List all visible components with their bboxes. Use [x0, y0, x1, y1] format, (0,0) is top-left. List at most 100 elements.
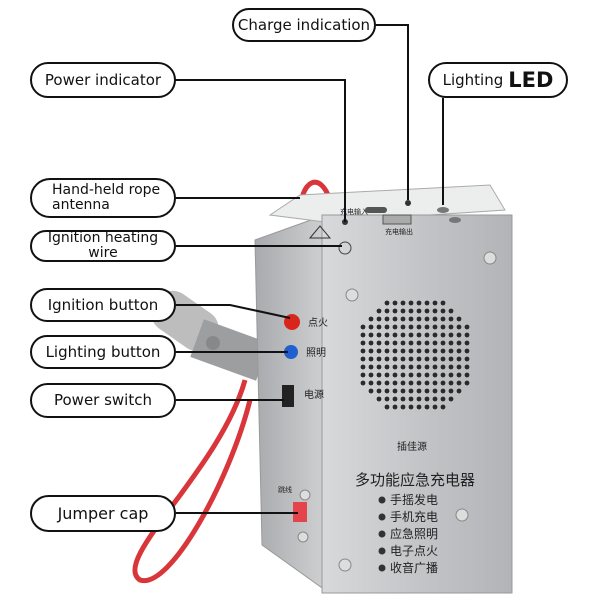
speaker-hole — [456, 340, 462, 346]
speaker-hole — [424, 348, 430, 354]
callout-power-indicator: Power indicator — [30, 62, 176, 98]
side-label-ignite: 点火 — [308, 317, 328, 329]
speaker-hole — [392, 356, 398, 362]
speaker-hole — [384, 316, 390, 322]
feature-bullet — [378, 547, 386, 555]
speaker-hole — [464, 364, 470, 370]
heating-wire-coil — [338, 241, 352, 255]
speaker-hole — [448, 364, 454, 370]
speaker-hole — [408, 396, 414, 402]
speaker-hole — [440, 316, 446, 322]
speaker-hole — [432, 324, 438, 330]
speaker-hole — [432, 356, 438, 362]
speaker-hole — [368, 356, 374, 362]
speaker-hole — [360, 340, 366, 346]
speaker-hole — [448, 380, 454, 386]
speaker-hole — [416, 396, 422, 402]
speaker-hole — [400, 324, 406, 330]
callout-ignition-button: Ignition button — [30, 288, 176, 322]
speaker-hole — [440, 380, 446, 386]
speaker-hole — [360, 356, 366, 362]
feature-bullet — [378, 496, 386, 504]
speaker-hole — [424, 396, 430, 402]
lighting-led-prefix: Lighting — [442, 70, 504, 89]
speaker-hole — [408, 372, 414, 378]
speaker-hole — [408, 324, 414, 330]
speaker-hole — [448, 316, 454, 322]
speaker-hole — [464, 324, 470, 330]
speaker-hole — [400, 404, 406, 410]
speaker-hole — [384, 396, 390, 402]
speaker-hole — [464, 372, 470, 378]
charge-indicator-light — [405, 200, 411, 206]
speaker-hole — [376, 380, 382, 386]
lighting-led-bold: LED — [508, 67, 554, 92]
speaker-hole — [424, 380, 430, 386]
speaker-hole — [376, 372, 382, 378]
feature-item: 手摇发电 — [390, 492, 438, 507]
speaker-hole — [432, 332, 438, 338]
speaker-hole — [464, 332, 470, 338]
speaker-hole — [400, 316, 406, 322]
speaker-hole — [424, 364, 430, 370]
speaker-hole — [416, 380, 422, 386]
speaker-hole — [368, 324, 374, 330]
speaker-hole — [392, 404, 398, 410]
charge-input-label: 充电输入 — [340, 207, 368, 216]
brand-text: 插佳源 — [397, 440, 427, 453]
speaker-hole — [392, 324, 398, 330]
speaker-hole — [448, 348, 454, 354]
speaker-hole — [440, 340, 446, 346]
screws — [297, 251, 497, 572]
speaker-hole — [384, 348, 390, 354]
speaker-hole — [368, 364, 374, 370]
side-label-power: 电源 — [304, 388, 324, 401]
speaker-hole — [408, 348, 414, 354]
line-ignition-button — [176, 304, 291, 319]
feature-item: 应急照明 — [390, 526, 438, 541]
feature-item: 手机充电 — [390, 509, 438, 524]
speaker-hole — [464, 348, 470, 354]
speaker-hole — [440, 300, 446, 306]
speaker-hole — [392, 364, 398, 370]
line-power-indicator — [175, 79, 346, 222]
speaker-hole — [368, 348, 374, 354]
speaker-hole — [392, 348, 398, 354]
speaker-hole — [440, 332, 446, 338]
speaker-hole — [432, 364, 438, 370]
speaker-hole — [416, 356, 422, 362]
speaker-hole — [400, 348, 406, 354]
speaker-hole — [424, 356, 430, 362]
speaker-hole — [384, 308, 390, 314]
speaker-hole — [376, 308, 382, 314]
feature-item: 收音广播 — [390, 560, 438, 575]
front-face — [321, 214, 513, 594]
speaker-hole — [416, 364, 422, 370]
speaker-hole — [376, 388, 382, 394]
speaker-hole — [432, 380, 438, 386]
speaker-hole — [448, 324, 454, 330]
speaker-hole — [408, 388, 414, 394]
speaker-hole — [400, 380, 406, 386]
speaker-hole — [464, 380, 470, 386]
speaker-hole — [432, 348, 438, 354]
speaker-hole — [376, 324, 382, 330]
speaker-hole — [400, 372, 406, 378]
callout-lighting-button: Lighting button — [30, 335, 176, 369]
speaker-hole — [400, 388, 406, 394]
callout-ignition-heating-wire: Ignition heating wire — [30, 230, 176, 262]
line-charge-indication — [376, 24, 409, 200]
speaker-hole — [416, 404, 422, 410]
speaker-hole — [432, 404, 438, 410]
feature-bullet — [378, 513, 386, 521]
speaker-hole — [432, 396, 438, 402]
speaker-hole — [424, 404, 430, 410]
speaker-hole — [408, 300, 414, 306]
speaker-hole — [416, 316, 422, 322]
speaker-hole — [376, 316, 382, 322]
speaker-hole — [376, 348, 382, 354]
